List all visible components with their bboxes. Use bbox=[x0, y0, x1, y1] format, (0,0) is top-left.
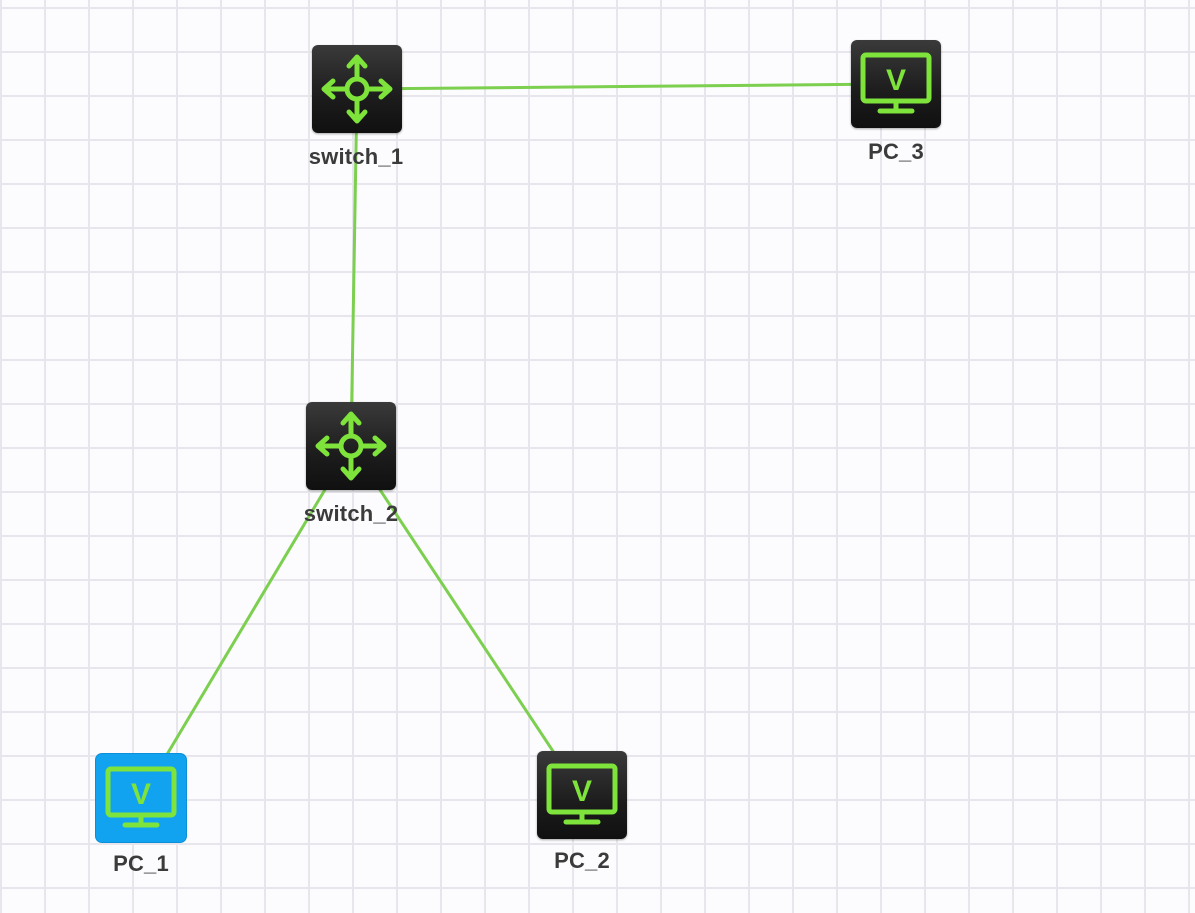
switch-1-label: switch_1 bbox=[308, 144, 404, 169]
link-switch_1-switch_2[interactable] bbox=[349, 88, 359, 447]
pc-1-node[interactable]: V bbox=[96, 754, 186, 842]
switch-2-label: switch_2 bbox=[303, 501, 399, 526]
link-switch_2-PC_1[interactable] bbox=[139, 445, 353, 799]
pc-2-label: PC_2 bbox=[554, 848, 610, 873]
pc-2-node[interactable]: V bbox=[537, 751, 627, 839]
svg-text:V: V bbox=[131, 778, 151, 811]
switch-icon bbox=[321, 54, 393, 124]
svg-text:V: V bbox=[572, 775, 592, 808]
switch-1-node[interactable] bbox=[312, 45, 402, 133]
monitor-icon: V bbox=[860, 52, 932, 114]
monitor-icon: V bbox=[105, 766, 177, 828]
pc-1-label: PC_1 bbox=[113, 851, 169, 876]
monitor-icon: V bbox=[546, 763, 618, 825]
switch-2-node[interactable] bbox=[306, 402, 396, 490]
pc-3-label: PC_3 bbox=[868, 139, 924, 164]
switch-icon bbox=[315, 411, 387, 481]
link-switch_1-PC_3[interactable] bbox=[356, 82, 897, 91]
pc-3-node[interactable]: V bbox=[851, 40, 941, 128]
link-switch_2-PC_2[interactable] bbox=[349, 445, 584, 796]
svg-text:V: V bbox=[886, 64, 906, 97]
